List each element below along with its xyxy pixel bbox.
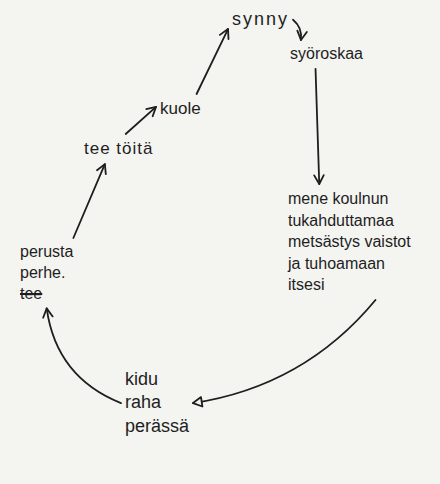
arrow-head <box>43 308 52 317</box>
step-text: tee töitä <box>84 138 154 160</box>
step-text: syöroskaa <box>290 44 363 65</box>
arrow-head <box>146 107 156 116</box>
cycle-step: syöroskaa <box>290 44 363 65</box>
cycle-step: synny <box>232 8 289 31</box>
cycle-step: kuole <box>160 98 201 120</box>
cycle-step: mene koulnun tukahduttamaa metsästys vai… <box>288 188 413 296</box>
arrow-head <box>220 29 229 39</box>
cycle-arrow <box>47 308 121 403</box>
step-text: mene koulnun tukahduttamaa metsästys vai… <box>288 188 413 296</box>
cycle-arrow <box>197 29 228 94</box>
step-text: perusta perhe. <box>20 242 73 284</box>
struck-text: tee <box>20 284 73 305</box>
cycle-step: tee töitä <box>84 138 154 160</box>
step-text: synny <box>232 8 289 31</box>
step-text: kuole <box>160 98 201 120</box>
cycle-step: kidu raha perässä <box>125 368 189 438</box>
arrow-head <box>297 31 307 40</box>
cycle-arrow <box>193 300 375 403</box>
cycle-arrow <box>316 69 320 184</box>
step-text: kidu raha perässä <box>125 368 189 438</box>
arrow-head <box>193 397 202 406</box>
arrow-head <box>97 164 106 174</box>
cycle-step: perusta perhe.tee <box>20 242 73 304</box>
cycle-arrow <box>73 164 104 238</box>
cycle-arrow <box>126 107 156 134</box>
arrow-head <box>314 175 324 184</box>
